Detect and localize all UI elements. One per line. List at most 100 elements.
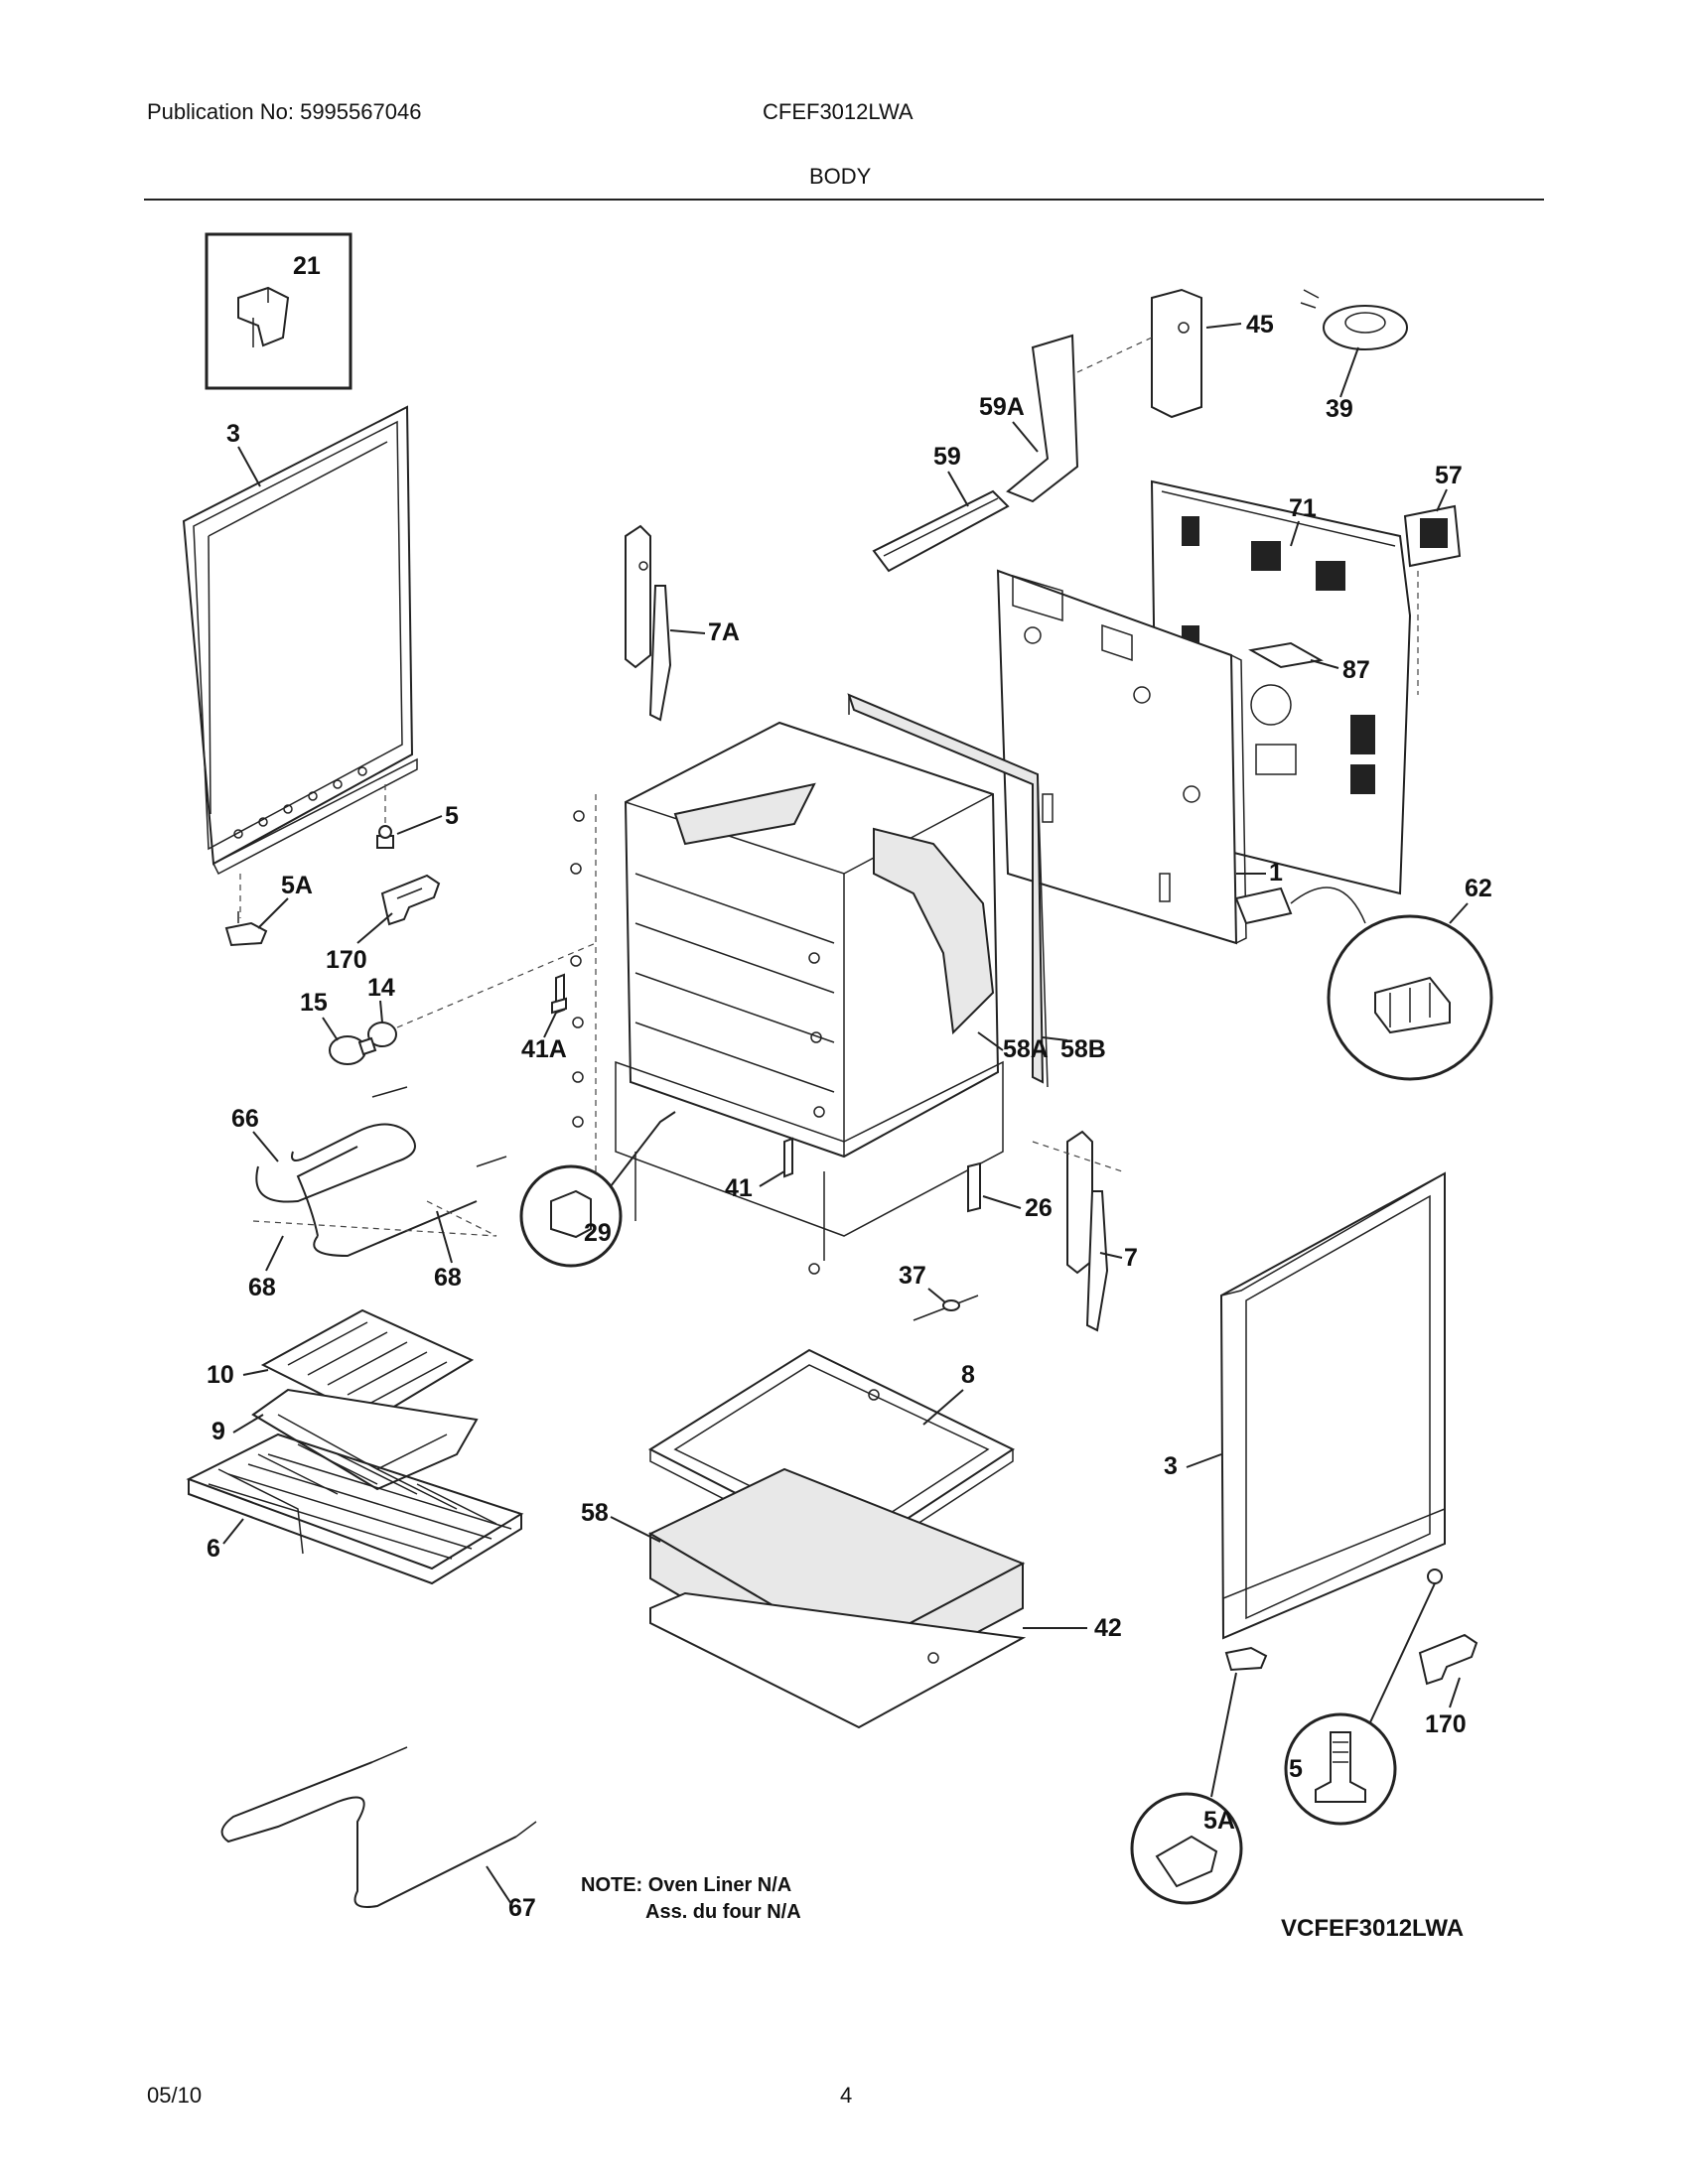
leader-10 xyxy=(242,1369,269,1376)
part-87-plate xyxy=(1248,641,1324,669)
callout-41a: 41A xyxy=(521,1035,567,1063)
publication-number: Publication No: 5995567046 xyxy=(147,99,422,124)
leader-14 xyxy=(379,1000,383,1024)
part-9-broil-pan xyxy=(251,1388,479,1491)
part-68-wire-left xyxy=(252,1220,497,1237)
leader-71 xyxy=(1290,520,1300,547)
callout-5-right: 5 xyxy=(1289,1755,1303,1783)
callout-41: 41 xyxy=(725,1174,753,1202)
leader-6 xyxy=(222,1518,244,1545)
callout-6: 6 xyxy=(207,1535,220,1563)
header-rule xyxy=(144,199,1544,201)
callout-59: 59 xyxy=(933,443,961,471)
part-15-lamp-bulb xyxy=(329,1035,377,1065)
footer-page-number: 4 xyxy=(840,2083,853,2108)
callout-9: 9 xyxy=(211,1418,225,1445)
part-5-leveler-zoom xyxy=(1284,1569,1443,1826)
part-29-zoom xyxy=(519,1111,676,1268)
leader-57 xyxy=(1436,488,1448,512)
leader-58 xyxy=(610,1516,661,1543)
callout-29: 29 xyxy=(584,1219,612,1247)
callout-170-right: 170 xyxy=(1425,1710,1467,1738)
callout-1: 1 xyxy=(1269,859,1283,887)
callout-3-right: 3 xyxy=(1164,1452,1178,1480)
leader-7 xyxy=(1099,1252,1123,1259)
part-39-sensor xyxy=(1300,289,1408,350)
leader-66 xyxy=(252,1131,279,1162)
callout-71: 71 xyxy=(1289,494,1317,522)
part-68-wire-right xyxy=(426,1200,497,1237)
note-line-2: Ass. du four N/A xyxy=(645,1901,801,1923)
part-3-right-side-panel xyxy=(1219,1171,1446,1640)
leader-170-left xyxy=(356,912,393,944)
part-7-hinge xyxy=(1032,1130,1123,1332)
part-7a-hinge xyxy=(625,524,672,722)
leader-45 xyxy=(1205,323,1242,329)
part-57-vent-cover xyxy=(1403,504,1462,695)
callout-7a: 7A xyxy=(708,618,740,646)
diagram-code: VCFEF3012LWA xyxy=(1281,1915,1464,1942)
part-59a-vent-duct xyxy=(1006,334,1079,503)
part-5-leveler xyxy=(376,784,394,849)
leader-62 xyxy=(1449,902,1469,924)
leader-68-right xyxy=(436,1210,453,1264)
callout-5: 5 xyxy=(445,802,459,830)
part-5a-bracket xyxy=(224,874,268,947)
note-line-1: NOTE: Oven Liner N/A xyxy=(581,1874,791,1896)
leader-9 xyxy=(232,1414,264,1433)
callout-87: 87 xyxy=(1342,656,1370,684)
callout-10: 10 xyxy=(207,1361,234,1389)
part-37-sensor xyxy=(913,1295,979,1321)
part-67-bake-element xyxy=(220,1746,537,1908)
callout-42: 42 xyxy=(1094,1614,1122,1642)
callout-45: 45 xyxy=(1246,311,1274,339)
callout-5a-right: 5A xyxy=(1203,1807,1235,1835)
callout-170-left: 170 xyxy=(326,946,367,974)
part-170-clip-left xyxy=(380,874,441,926)
part-45-bracket xyxy=(1151,288,1202,419)
leader-68-left xyxy=(265,1235,284,1272)
callout-68-right: 68 xyxy=(434,1264,462,1292)
callout-14: 14 xyxy=(367,974,395,1002)
part-21-box xyxy=(205,232,352,390)
part-66-broil-element xyxy=(255,1086,507,1258)
callout-57: 57 xyxy=(1435,462,1463,489)
leader-87 xyxy=(1310,659,1339,669)
callout-62: 62 xyxy=(1465,875,1492,902)
callout-66: 66 xyxy=(231,1105,259,1133)
part-6-oven-rack xyxy=(186,1433,524,1585)
guide-45 xyxy=(1076,337,1153,373)
callout-58: 58 xyxy=(581,1499,609,1527)
part-26-clip xyxy=(967,1161,981,1213)
leader-59 xyxy=(947,471,969,507)
callout-8: 8 xyxy=(961,1361,975,1389)
part-3-left-side-panel xyxy=(182,405,418,876)
leader-39 xyxy=(1339,346,1359,398)
part-59-vent-duct xyxy=(872,489,1010,573)
callout-15: 15 xyxy=(300,989,328,1017)
leader-3-right xyxy=(1186,1453,1222,1468)
leader-58a xyxy=(977,1031,1004,1051)
section-title: BODY xyxy=(809,164,872,189)
leader-58b xyxy=(1042,1036,1068,1041)
part-41-bracket xyxy=(783,1137,793,1178)
part-58b-back-insulation xyxy=(847,693,1049,1088)
leader-15 xyxy=(322,1017,339,1041)
leader-5a-left xyxy=(257,897,289,929)
callout-39: 39 xyxy=(1326,395,1353,423)
callout-26: 26 xyxy=(1025,1194,1053,1222)
callout-58a: 58A xyxy=(1003,1035,1049,1063)
model-number: CFEF3012LWA xyxy=(763,99,914,124)
leader-41 xyxy=(759,1170,785,1187)
part-41a-bracket xyxy=(551,973,567,1015)
leader-8 xyxy=(922,1389,964,1426)
part-58a-insulation-wrap xyxy=(673,782,995,1035)
part-42-bottom-cover xyxy=(649,1591,1027,1729)
callout-5a-left: 5A xyxy=(281,872,313,899)
leader-37 xyxy=(927,1288,946,1303)
leader-5 xyxy=(396,815,443,835)
leader-59a xyxy=(1012,421,1039,453)
callout-59a: 59A xyxy=(979,393,1025,421)
leader-67 xyxy=(486,1865,512,1905)
